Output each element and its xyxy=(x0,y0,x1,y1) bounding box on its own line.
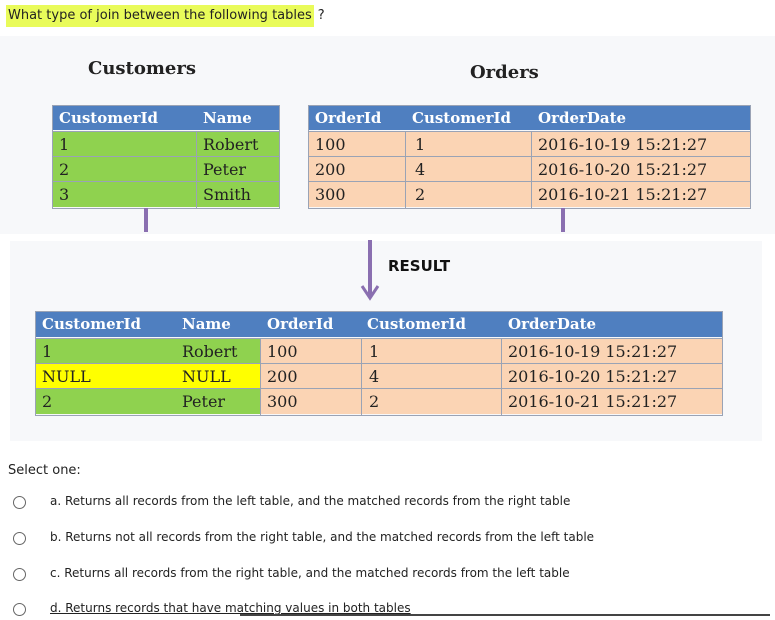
customers-cell-name: Peter xyxy=(203,160,247,179)
orders-cell-customerid: 1 xyxy=(415,135,426,154)
result-cell-orderdate: 2016-10-20 15:21:27 xyxy=(508,367,678,386)
result-header-row: CustomerId Name OrderId CustomerId Order… xyxy=(36,312,722,337)
customers-header-customerid: CustomerId xyxy=(59,109,159,127)
orders-header-orderid: OrderId xyxy=(315,109,382,127)
result-right-cell-bg xyxy=(260,339,722,364)
result-cell-customerid-2: 4 xyxy=(369,367,380,386)
orders-connector xyxy=(561,208,565,232)
result-col-divider xyxy=(260,338,261,415)
option-b[interactable]: b. Returns not all records from the righ… xyxy=(10,529,730,549)
option-b-radio[interactable] xyxy=(13,532,26,545)
result-header-orderdate: OrderDate xyxy=(508,315,597,333)
result-cell-name: Robert xyxy=(182,342,238,361)
orders-col-divider xyxy=(531,131,532,208)
result-cell-customerid: 1 xyxy=(42,342,53,361)
customers-col-divider xyxy=(196,131,197,208)
orders-cell-orderid: 200 xyxy=(315,160,346,179)
customers-cell-id: 3 xyxy=(59,185,70,204)
result-cell-orderid: 200 xyxy=(267,367,298,386)
bottom-divider xyxy=(240,614,770,616)
customers-connector xyxy=(144,208,148,232)
customers-header-name: Name xyxy=(203,109,252,127)
option-c[interactable]: c. Returns all records from the right ta… xyxy=(10,565,730,585)
option-c-label[interactable]: c. Returns all records from the right ta… xyxy=(50,566,570,580)
result-cell-orderdate: 2016-10-19 15:21:27 xyxy=(508,342,678,361)
customers-header-row: CustomerId Name xyxy=(53,106,279,130)
customers-row: 2 Peter xyxy=(53,156,279,182)
result-cell-name: Peter xyxy=(182,392,226,411)
orders-cell-orderdate: 2016-10-21 15:21:27 xyxy=(538,185,708,204)
orders-cell-customerid: 2 xyxy=(415,185,426,204)
result-left-cell-bg xyxy=(36,339,260,364)
customers-row: 1 Robert xyxy=(53,131,279,157)
orders-table: OrderId CustomerId OrderDate 100 1 2016-… xyxy=(308,105,751,209)
customers-row: 3 Smith xyxy=(53,181,279,207)
result-cell-customerid: 2 xyxy=(42,392,53,411)
result-cell-name: NULL xyxy=(182,367,231,386)
result-right-cell-bg xyxy=(260,389,722,414)
result-cell-customerid-2: 1 xyxy=(369,342,380,361)
result-cell-orderdate: 2016-10-21 15:21:27 xyxy=(508,392,678,411)
option-c-radio[interactable] xyxy=(13,568,26,581)
orders-row: 100 1 2016-10-19 15:21:27 xyxy=(309,131,750,157)
question-text: What type of join between the following … xyxy=(6,5,325,27)
select-one-label: Select one: xyxy=(8,463,81,478)
result-null-cell-bg xyxy=(36,364,260,389)
result-cell-customerid-2: 2 xyxy=(369,392,380,411)
result-header-name: Name xyxy=(182,315,231,333)
question-label: What type of join between the following … xyxy=(8,8,312,23)
orders-cell-orderdate: 2016-10-19 15:21:27 xyxy=(538,135,708,154)
orders-cell-orderid: 300 xyxy=(315,185,346,204)
orders-header-row: OrderId CustomerId OrderDate xyxy=(309,106,750,130)
question-mark: ? xyxy=(313,5,325,27)
orders-row: 200 4 2016-10-20 15:21:27 xyxy=(309,156,750,182)
customers-title: Customers xyxy=(88,58,196,79)
result-left-cell-bg xyxy=(36,389,260,414)
customers-table: CustomerId Name 1 Robert 2 Peter 3 Smith xyxy=(52,105,280,209)
orders-title: Orders xyxy=(470,62,539,83)
join-diagram: Customers CustomerId Name 1 Robert 2 Pet… xyxy=(0,36,775,456)
option-d-label[interactable]: d. Returns records that have matching va… xyxy=(50,601,411,615)
result-col-divider xyxy=(501,338,502,415)
result-header-customerid-2: CustomerId xyxy=(367,315,467,333)
result-cell-orderid: 300 xyxy=(267,392,298,411)
result-row: 2 Peter 300 2 2016-10-21 15:21:27 xyxy=(36,388,722,414)
result-header-customerid: CustomerId xyxy=(42,315,142,333)
orders-row: 300 2 2016-10-21 15:21:27 xyxy=(309,181,750,207)
down-arrow-icon xyxy=(360,240,380,301)
customers-cell-name: Smith xyxy=(203,185,251,204)
result-header-orderid: OrderId xyxy=(267,315,334,333)
option-b-label[interactable]: b. Returns not all records from the righ… xyxy=(50,530,595,544)
orders-cell-customerid: 4 xyxy=(415,160,426,179)
customers-cell-name: Robert xyxy=(203,135,259,154)
orders-header-customerid: CustomerId xyxy=(412,109,512,127)
customers-cell-id: 1 xyxy=(59,135,70,154)
option-a[interactable]: a. Returns all records from the left tab… xyxy=(10,493,730,513)
result-table: CustomerId Name OrderId CustomerId Order… xyxy=(35,311,723,416)
result-row: NULL NULL 200 4 2016-10-20 15:21:27 xyxy=(36,363,722,389)
result-cell-customerid: NULL xyxy=(42,367,91,386)
result-right-cell-bg xyxy=(260,364,722,389)
orders-cell-orderdate: 2016-10-20 15:21:27 xyxy=(538,160,708,179)
orders-col-divider xyxy=(405,131,406,208)
option-a-label[interactable]: a. Returns all records from the left tab… xyxy=(50,494,571,508)
option-d[interactable]: d. Returns records that have matching va… xyxy=(10,600,730,620)
orders-cell-orderid: 100 xyxy=(315,135,346,154)
result-label: RESULT xyxy=(388,257,451,275)
option-d-radio[interactable] xyxy=(13,603,26,616)
result-row: 1 Robert 100 1 2016-10-19 15:21:27 xyxy=(36,338,722,364)
customers-cell-id: 2 xyxy=(59,160,70,179)
result-cell-orderid: 100 xyxy=(267,342,298,361)
option-a-radio[interactable] xyxy=(13,496,26,509)
result-col-divider xyxy=(361,338,362,415)
orders-header-orderdate: OrderDate xyxy=(538,109,627,127)
